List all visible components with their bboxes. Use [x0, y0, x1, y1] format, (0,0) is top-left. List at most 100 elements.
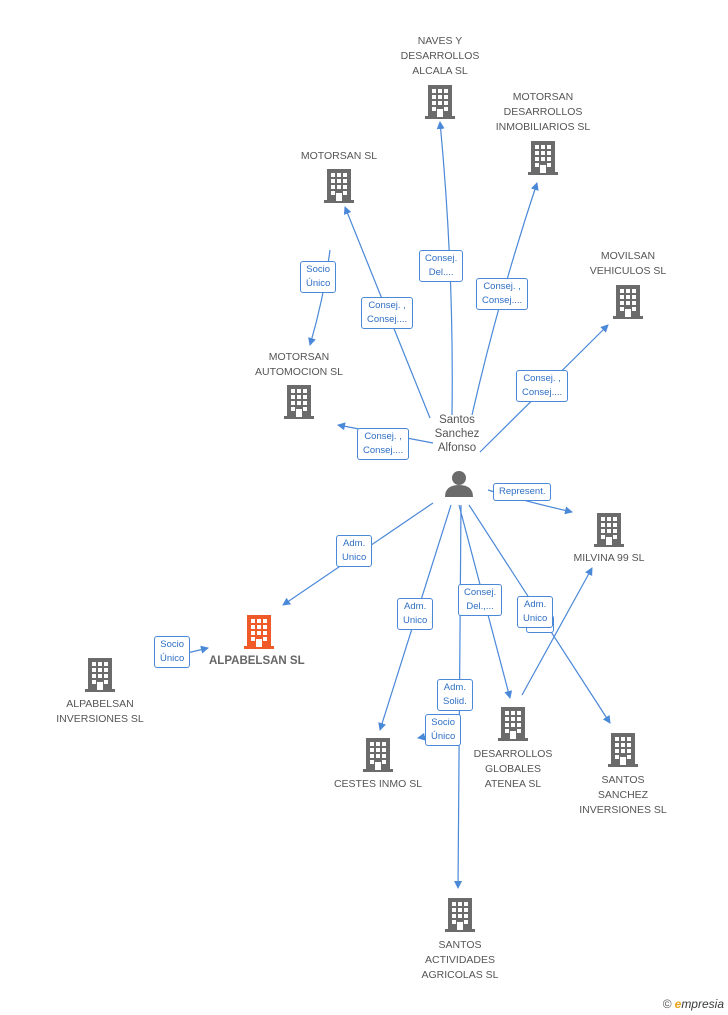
company-label-line: DESARROLLOS [400, 50, 480, 62]
company-building-icon[interactable] [284, 385, 314, 419]
edge-label-line: Adm. [524, 599, 547, 610]
edge-label-line: Del.... [428, 267, 454, 278]
company-label-line: MOTORSAN [268, 351, 330, 363]
watermark: ©empresia [663, 997, 724, 1011]
edge-label-line: Consej. [464, 587, 497, 598]
edge-label-line: Adm. [443, 682, 466, 693]
person-name-line: Alfonso [437, 442, 477, 454]
edge-label-line: Socio [306, 264, 331, 275]
edge-label-line: Consej. [425, 253, 458, 264]
edge-label-line: Socio [160, 639, 185, 650]
company-label-motorsan-sl[interactable]: MOTORSAN SL [301, 149, 377, 164]
company-label-line: VEHICULOS SL [589, 265, 667, 277]
company-building-icon[interactable] [425, 85, 455, 119]
company-label-line: DESARROLLOS [503, 106, 583, 118]
edge-label-line: Consej.... [363, 445, 404, 456]
brand-logo-text: mpresia [681, 997, 724, 1011]
company-label-line: ATENEA SL [484, 778, 542, 790]
edge-label-line: Consej.... [482, 295, 523, 306]
company-label-cestes[interactable]: CESTES INMO SL [334, 777, 422, 792]
company-label-alpabelsan-inversiones[interactable]: ALPABELSAN INVERSIONES SL [56, 697, 144, 727]
edge-label-naves[interactable]: Consej. Del.... [419, 250, 464, 282]
edge-label-line: Represent. [499, 486, 546, 497]
company-label-line: ALCALA SL [412, 65, 468, 77]
edge-label-line: Único [160, 653, 185, 664]
company-building-icon[interactable] [324, 169, 354, 203]
edge-label-line: Adm. [343, 538, 366, 549]
edge-label-milvina[interactable]: Represent. [493, 483, 552, 501]
edge-label-line: Adm. [404, 601, 427, 612]
edge-label-line: Consej. , [364, 431, 402, 442]
edge-label-cestes[interactable]: Adm. Unico [397, 598, 434, 630]
relationship-edge [521, 567, 593, 696]
edge-label-line: Consej.... [522, 387, 563, 398]
company-building-icon[interactable] [608, 733, 638, 767]
icons-layer [85, 85, 643, 932]
edge-label-line: Consej. , [368, 300, 406, 311]
company-label-line: NAVES Y [417, 35, 463, 47]
edge-label-motorsan-sl[interactable]: Consej. , Consej.... [361, 297, 414, 329]
edge-label-desarrollos[interactable]: Consej. Del.,... [458, 584, 503, 616]
edge-label-santos-inv[interactable]: Adm. Unico [517, 596, 554, 628]
company-label-desarrollos-globales[interactable]: DESARROLLOS GLOBALES ATENEA SL [474, 747, 553, 792]
edge-label-line: Único [306, 278, 331, 289]
company-label-line: MILVINA 99 SL [573, 552, 645, 564]
edge-label-line: Consej.... [367, 314, 408, 325]
company-label-line: INMOBILIARIOS SL [495, 121, 591, 133]
edge-label-line: Consej. , [523, 373, 561, 384]
company-label-line: MOVILSAN [600, 250, 656, 262]
relationship-edge [308, 249, 331, 346]
company-label-movilsan[interactable]: MOVILSAN VEHICULOS SL [590, 249, 666, 279]
company-label-santos-actividades[interactable]: SANTOS ACTIVIDADES AGRICOLAS SL [421, 938, 498, 983]
company-building-icon[interactable] [594, 513, 624, 547]
copyright-symbol: © [662, 997, 672, 1011]
company-label-line: INVERSIONES SL [56, 713, 144, 725]
edge-label-alpabelsan[interactable]: Adm. Unico [336, 535, 373, 567]
edge-label-line: Del.,... [466, 601, 494, 612]
edge-label-line: Único [431, 731, 456, 742]
company-label-motorsan-automocion[interactable]: MOTORSAN AUTOMOCION SL [255, 350, 343, 380]
company-label-line: MOTORSAN [512, 91, 574, 103]
company-building-icon[interactable] [613, 285, 643, 319]
edge-label-line: Unico [403, 615, 428, 626]
company-building-icon[interactable] [498, 707, 528, 741]
company-label-line: AGRICOLAS SL [421, 969, 499, 981]
company-building-icon[interactable] [85, 658, 115, 692]
person-icon[interactable] [445, 471, 473, 497]
company-label-line: CESTES INMO SL [333, 778, 423, 790]
center-company-building-icon[interactable] [244, 615, 274, 649]
person-name-line: Santos [439, 414, 475, 426]
company-label-line: AUTOMOCION SL [255, 366, 343, 378]
company-label-motorsan-desarrollos[interactable]: MOTORSAN DESARROLLOS INMOBILIARIOS SL [496, 90, 591, 135]
company-label-line: DESARROLLOS [473, 748, 553, 760]
company-label-line: INVERSIONES SL [579, 804, 667, 816]
center-company-label[interactable]: ALPABELSAN SL [209, 655, 305, 667]
company-label-naves[interactable]: NAVES Y DESARROLLOS ALCALA SL [401, 34, 480, 79]
company-label-line: SANTOS [438, 939, 482, 951]
company-building-icon[interactable] [363, 738, 393, 772]
edge-label-line: Solid. [443, 696, 467, 707]
person-name-line: Sanchez [434, 428, 480, 440]
company-label-milvina[interactable]: MILVINA 99 SL [573, 551, 644, 566]
edge-label-line: Consej. , [483, 281, 521, 292]
company-label-line: ALPABELSAN [66, 698, 134, 710]
company-building-icon[interactable] [528, 141, 558, 175]
edge-label-automocion[interactable]: Consej. , Consej.... [357, 428, 410, 460]
company-label-line: GLOBALES [484, 763, 542, 775]
edge-label-actividades[interactable]: Adm. Solid. [437, 679, 473, 711]
brand-logo-initial: e [674, 997, 682, 1011]
edge-label-movilsan[interactable]: Consej. , Consej.... [516, 370, 569, 402]
company-building-icon[interactable] [445, 898, 475, 932]
company-label-line: ACTIVIDADES [424, 954, 495, 966]
edge-label-line: Unico [523, 613, 548, 624]
edge-label-motorsan-des[interactable]: Consej. , Consej.... [476, 278, 529, 310]
edge-label-line: Unico [342, 552, 367, 563]
company-label-line: SANTOS [601, 774, 645, 786]
person-body [445, 485, 473, 497]
person-head [452, 471, 466, 485]
